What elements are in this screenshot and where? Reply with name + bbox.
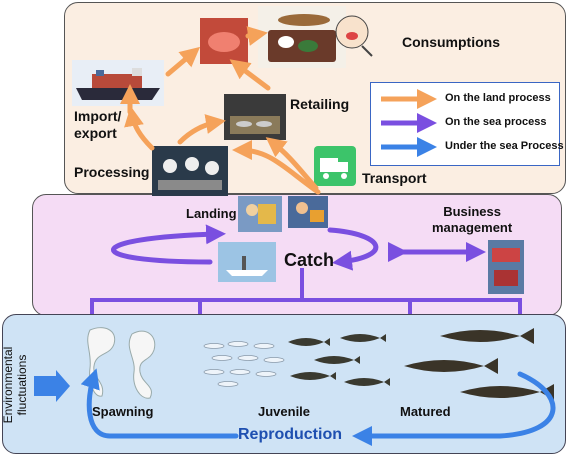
arrow-transport-to-processing <box>232 140 321 195</box>
label-landing: Landing <box>186 206 237 221</box>
label-catch: Catch <box>284 250 335 270</box>
harbor-facility-image <box>488 240 524 294</box>
processing-plant-image <box>152 146 228 196</box>
fishermen-image <box>288 196 328 228</box>
arrow-retail-to-seafood <box>229 59 271 91</box>
arrow-ship-to-seafood <box>165 46 201 77</box>
legend-label-sea: On the sea process <box>445 116 547 128</box>
truck-icon <box>314 146 356 186</box>
arrow-matured-to-reproduction <box>352 371 556 446</box>
meal-tray-image <box>258 6 346 68</box>
arrow-catch-left <box>111 224 226 265</box>
legend-row-land: On the land process <box>377 89 557 109</box>
legend-row-under: Under the sea Process <box>377 137 564 157</box>
label-transport: Transport <box>362 170 427 186</box>
label-retailing: Retailing <box>290 96 350 112</box>
label-spawning: Spawning <box>92 404 154 419</box>
label-environmental-fluctuations-wrap: Environmental fluctuations <box>0 335 30 425</box>
label-environmental-fluctuations: Environmental fluctuations <box>1 346 29 424</box>
label-reproduction: Reproduction <box>238 426 342 443</box>
landing-workers-image <box>238 196 282 232</box>
person-eating-icon <box>335 15 373 57</box>
label-consumptions: Consumptions <box>402 34 500 50</box>
legend-arrow-under-icon <box>381 137 437 157</box>
arrow-reproduction-to-spawning <box>80 368 239 439</box>
label-juvenile: Juvenile <box>258 404 311 419</box>
seafood-display-image <box>200 18 248 64</box>
legend-arrow-land-icon <box>381 89 437 109</box>
arrow-processing-to-retail <box>177 114 226 145</box>
label-import-export: Import/ export <box>74 108 122 141</box>
legend-label-land: On the land process <box>445 92 551 104</box>
label-business-management: Business management <box>432 204 513 235</box>
arrow-seafood-to-meal <box>245 26 268 46</box>
environmental-fluctuations-arrow <box>34 370 70 402</box>
fishing-boat-image <box>218 242 276 282</box>
juvenile-fish-group <box>203 341 285 387</box>
matured-fish-group <box>404 328 554 400</box>
young-fish-group <box>288 334 390 386</box>
legend-arrow-sea-icon <box>381 113 437 133</box>
label-matured: Matured <box>400 404 451 419</box>
fish-market-image <box>224 94 286 140</box>
arrow-processing-to-import <box>124 106 155 151</box>
arrow-catch-right <box>327 227 379 271</box>
arrow-transport-to-retail <box>265 137 319 191</box>
legend-label-under: Under the sea Process <box>445 140 564 152</box>
label-processing: Processing <box>74 164 150 180</box>
legend: On the land process On the sea process U… <box>370 82 564 166</box>
legend-row-sea: On the sea process <box>377 113 557 133</box>
